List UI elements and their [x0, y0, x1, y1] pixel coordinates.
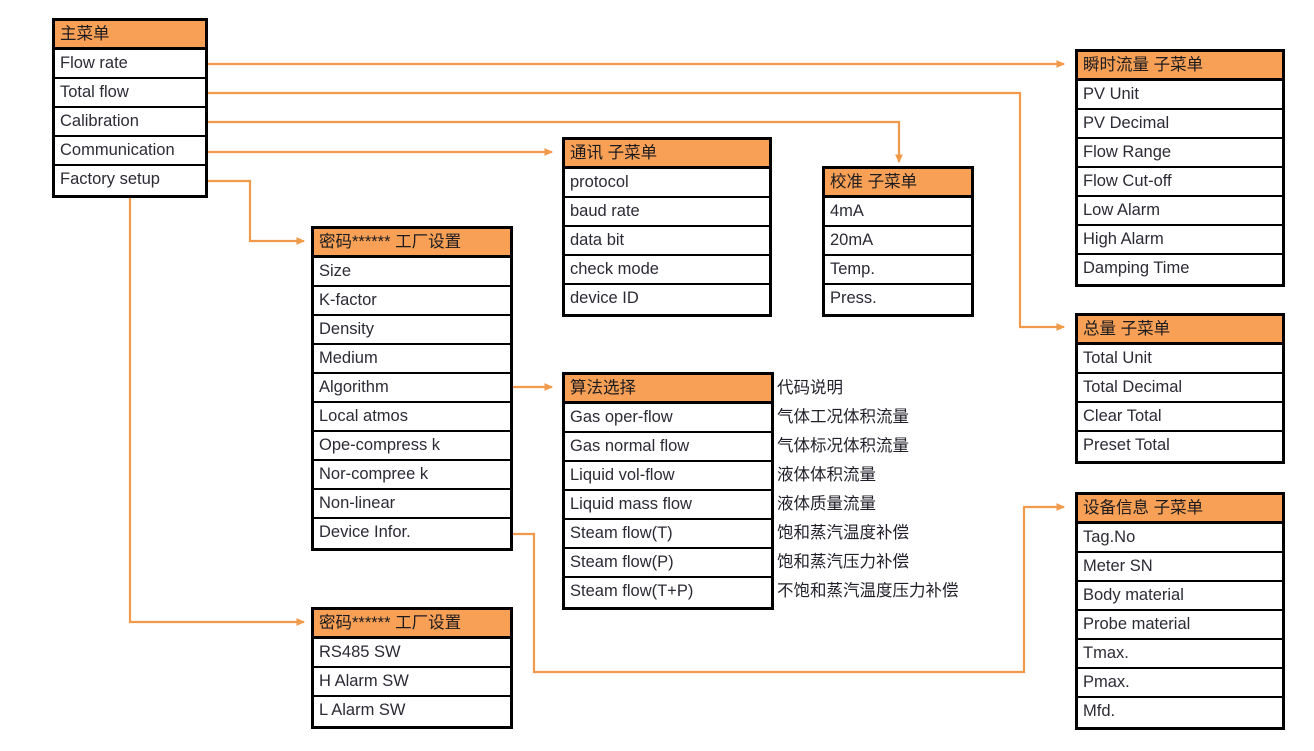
total-flow-item-clear-total[interactable]: Clear Total	[1078, 403, 1282, 432]
communication-submenu-box: 通讯 子菜单 protocol baud rate data bit check…	[562, 137, 772, 317]
calibration-item-press[interactable]: Press.	[830, 289, 877, 307]
flow-rate-item-flow-range[interactable]: Flow Range	[1078, 139, 1282, 168]
flow-rate-submenu-box: 瞬时流量 子菜单 PV Unit PV Decimal Flow Range F…	[1075, 49, 1285, 287]
wire-calibration	[206, 120, 903, 164]
factory-setup-item-k-factor[interactable]: K-factor	[314, 287, 510, 316]
device-info-item-meter-sn[interactable]: Meter SN	[1078, 553, 1282, 582]
device-info-item-tmax[interactable]: Tmax.	[1078, 640, 1282, 669]
device-info-item-tag-no[interactable]: Tag.No	[1078, 524, 1282, 553]
factory-setup-item-local-atmos[interactable]: Local atmos	[314, 403, 510, 432]
flow-rate-item-damping-time[interactable]: Damping Time	[1083, 259, 1190, 277]
algorithm-item-gas-normal-flow[interactable]: Gas normal flow	[565, 433, 771, 462]
algorithm-item-gas-oper-flow[interactable]: Gas oper-flow	[565, 404, 771, 433]
main-menu-item-factory-setup[interactable]: Factory setup	[60, 170, 160, 188]
algorithm-note-gas-normal-flow: 气体标况体积流量	[777, 437, 909, 455]
factory-setup-item-size[interactable]: Size	[314, 258, 510, 287]
factory-setup-item-nor-compree-k[interactable]: Nor-compree k	[314, 461, 510, 490]
factory-setup-submenu-header: 密码****** 工厂设置	[314, 229, 510, 258]
communication-item-protocol[interactable]: protocol	[565, 169, 769, 198]
device-info-item-mfd[interactable]: Mfd.	[1083, 702, 1116, 720]
algorithm-submenu-box: 算法选择 Gas oper-flow Gas normal flow Liqui…	[562, 372, 774, 610]
factory-setup-submenu-box: 密码****** 工厂设置 Size K-factor Density Medi…	[311, 226, 513, 551]
algorithm-note-gas-oper-flow: 气体工况体积流量	[777, 408, 909, 426]
wire-factory-setup	[206, 179, 306, 245]
main-menu-item-calibration[interactable]: Calibration	[55, 108, 205, 137]
algorithm-item-liquid-mass-flow[interactable]: Liquid mass flow	[565, 491, 771, 520]
device-info-item-pmax[interactable]: Pmax.	[1078, 669, 1282, 698]
algorithm-note-liquid-mass-flow: 液体质量流量	[777, 495, 876, 513]
algorithm-submenu-header: 算法选择	[565, 375, 771, 404]
communication-submenu-header: 通讯 子菜单	[565, 140, 769, 169]
factory-setup-item-density[interactable]: Density	[314, 316, 510, 345]
total-flow-submenu-header: 总量 子菜单	[1078, 316, 1282, 345]
algorithm-note-header: 代码说明	[777, 379, 843, 397]
algorithm-note-steam-flow-p: 饱和蒸汽压力补偿	[777, 553, 909, 571]
calibration-item-temp[interactable]: Temp.	[825, 256, 971, 285]
factory-setup-item-medium[interactable]: Medium	[314, 345, 510, 374]
factory-setup-item-algorithm[interactable]: Algorithm	[314, 374, 510, 403]
factory-setup-sw-submenu-header: 密码****** 工厂设置	[314, 610, 510, 639]
factory-setup-item-device-infor[interactable]: Device Infor.	[319, 523, 411, 541]
main-menu-header: 主菜单	[55, 21, 205, 50]
factory-setup-sw-item-h-alarm-sw[interactable]: H Alarm SW	[314, 668, 510, 697]
main-menu-item-flow-rate[interactable]: Flow rate	[55, 50, 205, 79]
algorithm-item-steam-flow-tp[interactable]: Steam flow(T+P)	[570, 582, 694, 600]
algorithm-item-liquid-vol-flow[interactable]: Liquid vol-flow	[565, 462, 771, 491]
algorithm-note-liquid-vol-flow: 液体体积流量	[777, 466, 876, 484]
device-info-item-probe-material[interactable]: Probe material	[1078, 611, 1282, 640]
main-menu-item-communication[interactable]: Communication	[55, 137, 205, 166]
calibration-submenu-header: 校准 子菜单	[825, 169, 971, 198]
total-flow-item-total-unit[interactable]: Total Unit	[1078, 345, 1282, 374]
device-info-submenu-header: 设备信息 子菜单	[1078, 495, 1282, 524]
factory-setup-sw-item-rs485-sw[interactable]: RS485 SW	[314, 639, 510, 668]
main-menu-item-total-flow[interactable]: Total flow	[55, 79, 205, 108]
flow-rate-item-pv-unit[interactable]: PV Unit	[1078, 81, 1282, 110]
device-info-item-body-material[interactable]: Body material	[1078, 582, 1282, 611]
factory-setup-item-non-linear[interactable]: Non-linear	[314, 490, 510, 519]
algorithm-notes-list: 代码说明 气体工况体积流量 气体标况体积流量 液体体积流量 液体质量流量 饱和蒸…	[777, 374, 1037, 606]
total-flow-item-total-decimal[interactable]: Total Decimal	[1078, 374, 1282, 403]
total-flow-submenu-box: 总量 子菜单 Total Unit Total Decimal Clear To…	[1075, 313, 1285, 464]
calibration-item-20ma[interactable]: 20mA	[825, 227, 971, 256]
factory-setup-item-ope-compress-k[interactable]: Ope-compress k	[314, 432, 510, 461]
algorithm-note-steam-flow-tp: 不饱和蒸汽温度压力补偿	[777, 582, 959, 600]
flow-rate-item-high-alarm[interactable]: High Alarm	[1078, 226, 1282, 255]
total-flow-item-preset-total[interactable]: Preset Total	[1083, 436, 1170, 454]
calibration-item-4ma[interactable]: 4mA	[825, 198, 971, 227]
main-menu-box: 主菜单 Flow rate Total flow Calibration Com…	[52, 18, 208, 198]
wire-factory-setup-sw	[128, 198, 306, 626]
calibration-submenu-box: 校准 子菜单 4mA 20mA Temp. Press.	[822, 166, 974, 317]
communication-item-baud-rate[interactable]: baud rate	[565, 198, 769, 227]
flow-rate-item-pv-decimal[interactable]: PV Decimal	[1078, 110, 1282, 139]
flow-rate-item-flow-cut-off[interactable]: Flow Cut-off	[1078, 168, 1282, 197]
flow-rate-item-low-alarm[interactable]: Low Alarm	[1078, 197, 1282, 226]
communication-item-check-mode[interactable]: check mode	[565, 256, 769, 285]
device-info-submenu-box: 设备信息 子菜单 Tag.No Meter SN Body material P…	[1075, 492, 1285, 730]
flow-rate-submenu-header: 瞬时流量 子菜单	[1078, 52, 1282, 81]
communication-item-device-id[interactable]: device ID	[570, 289, 639, 307]
algorithm-note-steam-flow-t: 饱和蒸汽温度补偿	[777, 524, 909, 542]
communication-item-data-bit[interactable]: data bit	[565, 227, 769, 256]
algorithm-item-steam-flow-t[interactable]: Steam flow(T)	[565, 520, 771, 549]
factory-setup-sw-item-l-alarm-sw[interactable]: L Alarm SW	[319, 701, 406, 719]
algorithm-item-steam-flow-p[interactable]: Steam flow(P)	[565, 549, 771, 578]
factory-setup-sw-submenu-box: 密码****** 工厂设置 RS485 SW H Alarm SW L Alar…	[311, 607, 513, 729]
